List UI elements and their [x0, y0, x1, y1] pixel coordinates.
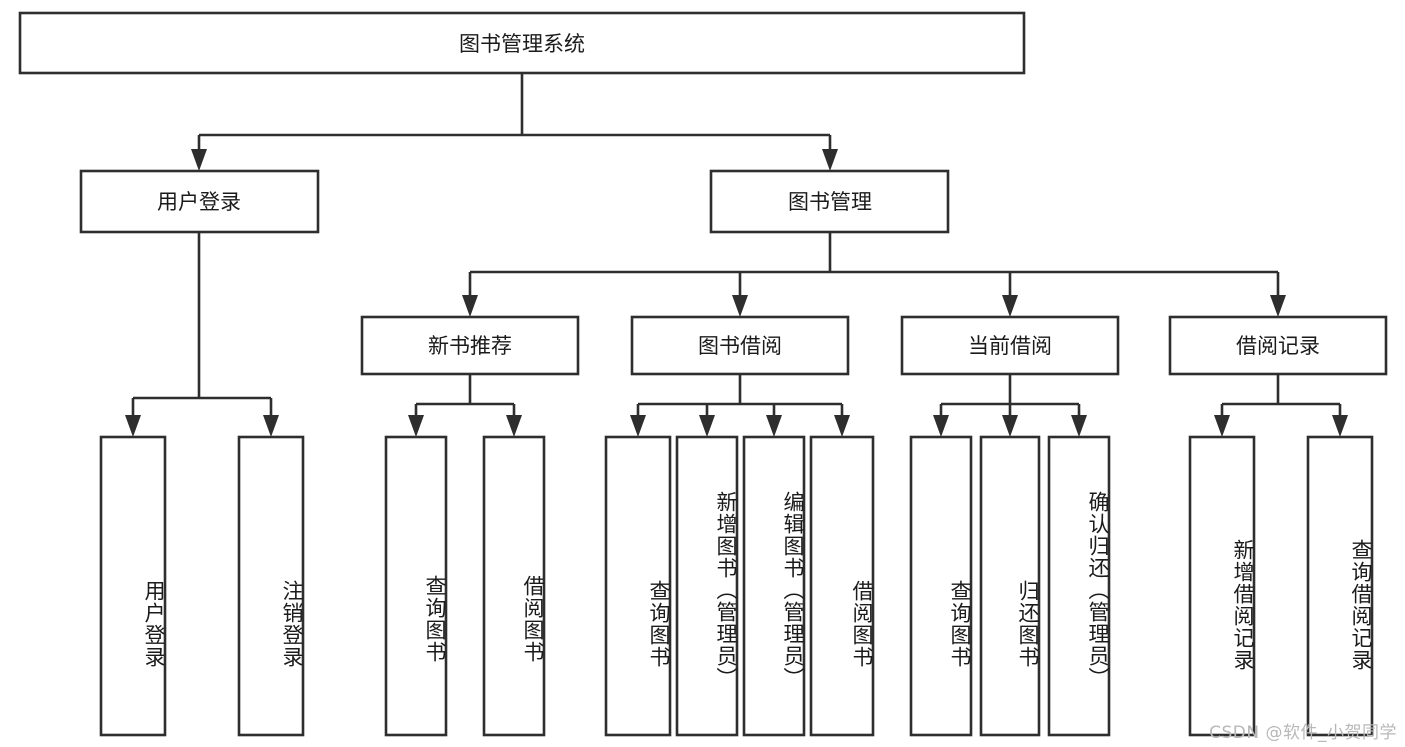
arrow-bookborrow-to-edit-book — [766, 415, 782, 437]
node-new-book-rec-label: 新书推荐 — [428, 334, 512, 358]
arrow-newbookrec-to-borrow-book — [506, 415, 522, 437]
arrow-newbookrec-to-query-book — [408, 415, 424, 437]
node-current-borrow-box[interactable] — [900, 315, 1120, 376]
node-book-borrow[interactable]: 图书借阅 — [630, 315, 850, 376]
node-leaf-borrow-book-2-box[interactable] — [809, 435, 875, 737]
connector-group — [125, 73, 1348, 437]
arrow-bookborrow-to-query-book — [630, 415, 646, 437]
node-user-login[interactable]: 用户登录 — [79, 169, 320, 234]
edge-bookmanage-bus — [468, 232, 1280, 304]
edge-borrowrecord-bus — [1220, 374, 1342, 424]
arrow-currentborrow-to-return-book — [1002, 415, 1018, 437]
arrow-userlogin-to-leaf-logout — [263, 415, 279, 437]
node-root-box[interactable] — [18, 11, 1026, 75]
node-root[interactable]: 图书管理系统 — [18, 11, 1026, 75]
node-borrow-record-label: 借阅记录 — [1236, 334, 1320, 358]
node-leaf-return-book-box[interactable] — [979, 435, 1041, 737]
node-book-borrow-box[interactable] — [630, 315, 850, 376]
node-book-borrow-label: 图书借阅 — [698, 334, 782, 358]
node-leaf-borrow-book-1-box[interactable] — [482, 435, 546, 737]
watermark-text: CSDN @软件_小贺同学 — [1209, 723, 1397, 743]
node-leaf-edit-book-box[interactable] — [742, 435, 806, 737]
node-book-manage[interactable]: 图书管理 — [709, 169, 950, 234]
node-leaf-query-book-2-box[interactable] — [604, 435, 672, 737]
node-current-borrow-label: 当前借阅 — [968, 334, 1052, 358]
node-borrow-record[interactable]: 借阅记录 — [1168, 315, 1388, 376]
arrow-bookmanage-to-newbookrec — [462, 295, 478, 317]
node-book-manage-box[interactable] — [709, 169, 950, 234]
arrow-root-to-book-manage — [822, 149, 838, 171]
arrow-bookborrow-to-add-book — [699, 415, 715, 437]
arrow-root-to-user-login — [191, 149, 207, 171]
edge-root-bus — [197, 73, 832, 158]
arrow-borrowrecord-to-add-record — [1214, 415, 1230, 437]
arrow-currentborrow-to-query-book — [933, 415, 949, 437]
node-user-login-label: 用户登录 — [157, 190, 241, 214]
node-leaf-logout-box[interactable] — [237, 435, 305, 737]
edge-userlogin-bus — [131, 232, 273, 424]
node-current-borrow[interactable]: 当前借阅 — [900, 315, 1120, 376]
node-root-label: 图书管理系统 — [459, 32, 585, 56]
node-book-manage-label: 图书管理 — [788, 190, 872, 214]
node-new-book-rec[interactable]: 新书推荐 — [360, 315, 580, 376]
node-leaf-user-login-box[interactable] — [99, 435, 167, 737]
node-leaf-query-book-1-box[interactable] — [384, 435, 448, 737]
arrow-bookmanage-to-currentborrow — [1002, 295, 1018, 317]
node-leaf-add-record-box[interactable] — [1188, 435, 1256, 737]
arrow-borrowrecord-to-query-record — [1332, 415, 1348, 437]
edge-currentborrow-bus — [939, 374, 1081, 424]
arrow-bookmanage-to-borrowrecord — [1270, 295, 1286, 317]
node-new-book-rec-box[interactable] — [360, 315, 580, 376]
node-leaf-confirm-return-box[interactable] — [1047, 435, 1111, 737]
node-leaf-add-book-box[interactable] — [675, 435, 739, 737]
arrow-userlogin-to-leaf-user-login — [125, 415, 141, 437]
arrow-currentborrow-to-confirm-return — [1071, 415, 1087, 437]
node-user-login-box[interactable] — [79, 169, 320, 234]
arrow-bookmanage-to-bookborrow — [732, 295, 748, 317]
node-borrow-record-box[interactable] — [1168, 315, 1388, 376]
node-leaf-query-record-box[interactable] — [1306, 435, 1374, 737]
edge-bookborrow-bus — [636, 374, 844, 424]
node-leaf-query-book-3-box[interactable] — [909, 435, 973, 737]
arrow-bookborrow-to-borrow-book — [834, 415, 850, 437]
edge-newbookrec-bus — [414, 374, 516, 424]
